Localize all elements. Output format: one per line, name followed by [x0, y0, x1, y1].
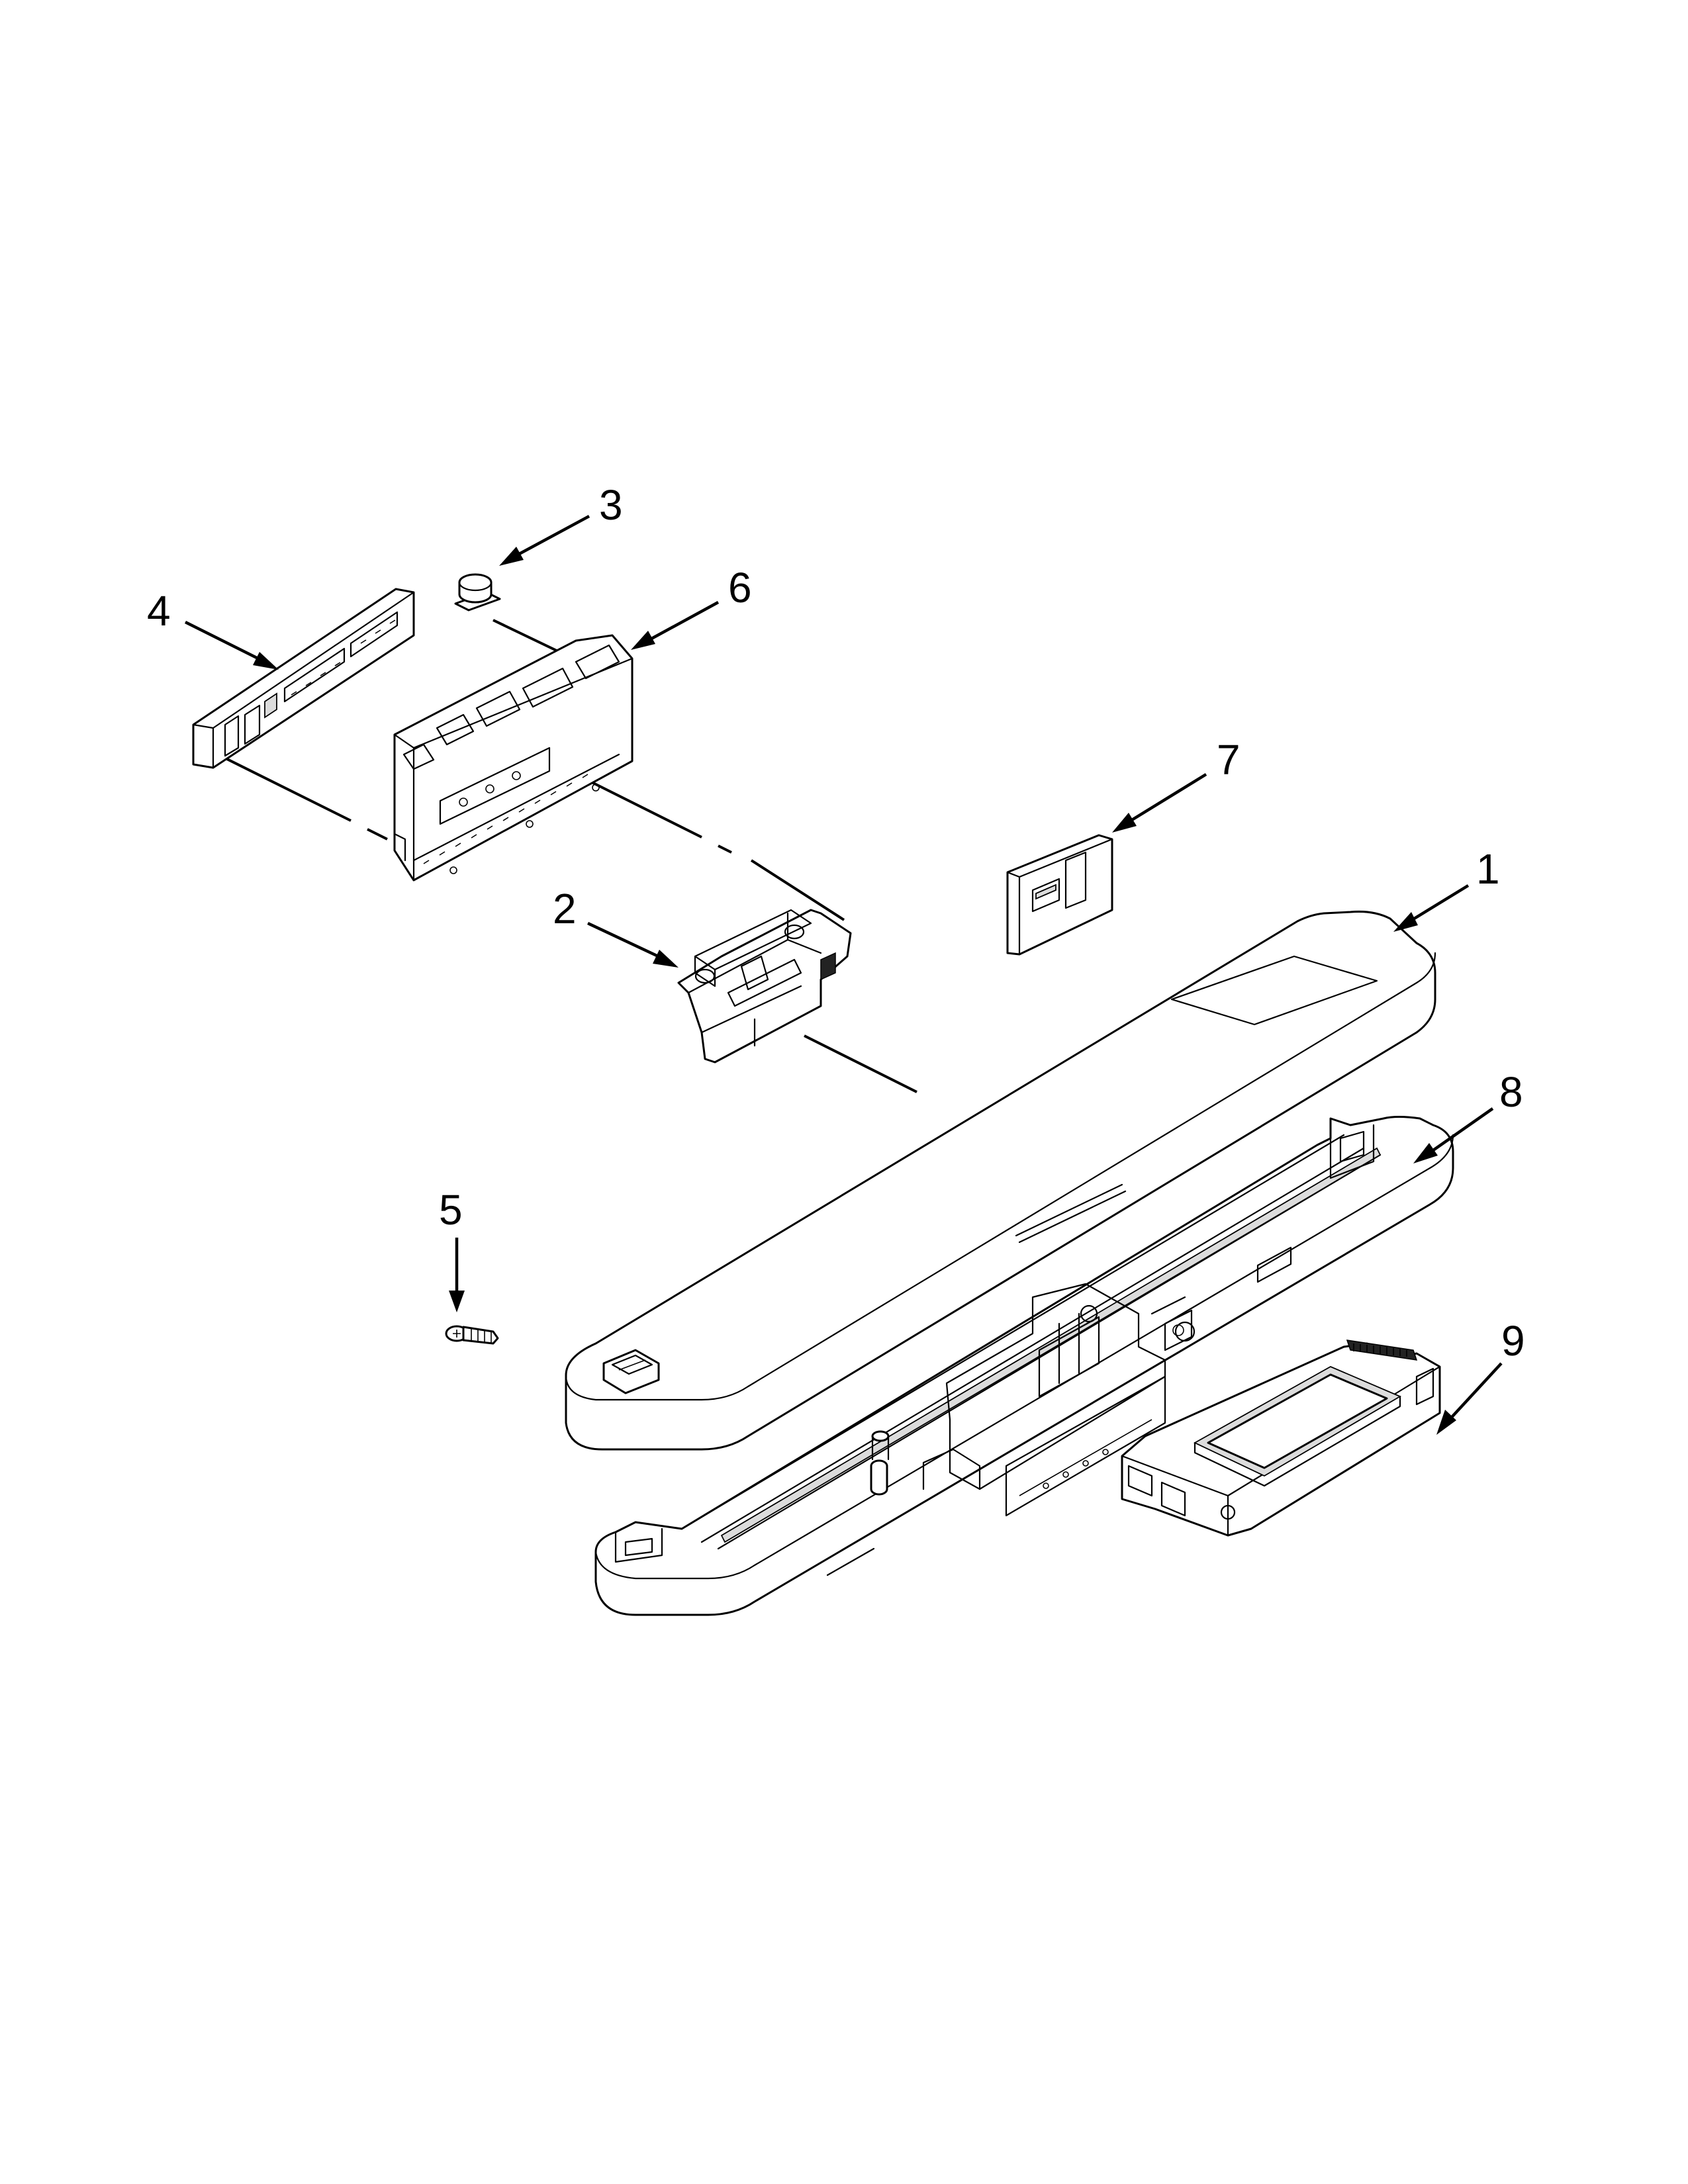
part-1-console-panel: [565, 911, 1436, 1451]
part-9-control-board: [1121, 1340, 1441, 1537]
callout-label-3: 3: [599, 481, 623, 529]
part-7-bracket: [1006, 834, 1113, 956]
guide-line-part-2-to-1: [804, 1034, 917, 1093]
callout-3: 3: [499, 481, 623, 566]
guide-line-part-6-to-2: [588, 780, 702, 839]
guide-line-part-4-to-6: [221, 755, 352, 822]
callout-label-4: 4: [147, 587, 171, 635]
guide-line-part-6-to-2-b: [718, 844, 732, 854]
assembly-guide-lines: [221, 619, 917, 1093]
callout-7: 7: [1112, 736, 1241, 833]
part-6-control-housing: [393, 634, 633, 882]
callout-label-9: 9: [1501, 1317, 1525, 1365]
callout-label-5: 5: [439, 1186, 463, 1234]
callout-2: 2: [553, 885, 679, 968]
guide-line-part-4-to-6-b: [367, 828, 388, 841]
callout-4: 4: [147, 587, 279, 670]
callout-label-8: 8: [1499, 1068, 1523, 1116]
callout-label-6: 6: [728, 564, 752, 612]
guide-line-part-6-to-2-c: [750, 859, 845, 921]
callout-label-1: 1: [1476, 845, 1500, 893]
callout-label-2: 2: [553, 885, 577, 933]
callout-5: 5: [439, 1186, 465, 1312]
part-2-control-module: [677, 909, 852, 1064]
part-8-console-base: [594, 1116, 1454, 1616]
part-5-screw: [445, 1325, 499, 1345]
callout-6: 6: [631, 564, 752, 650]
guide-line-part-3-to-6: [492, 619, 560, 653]
part-4-bracket: [192, 588, 415, 769]
part-3-thermostat: [454, 573, 501, 612]
callout-8: 8: [1413, 1068, 1523, 1163]
callout-1: 1: [1393, 845, 1500, 932]
callout-label-7: 7: [1217, 736, 1241, 784]
callout-9: 9: [1436, 1317, 1525, 1435]
